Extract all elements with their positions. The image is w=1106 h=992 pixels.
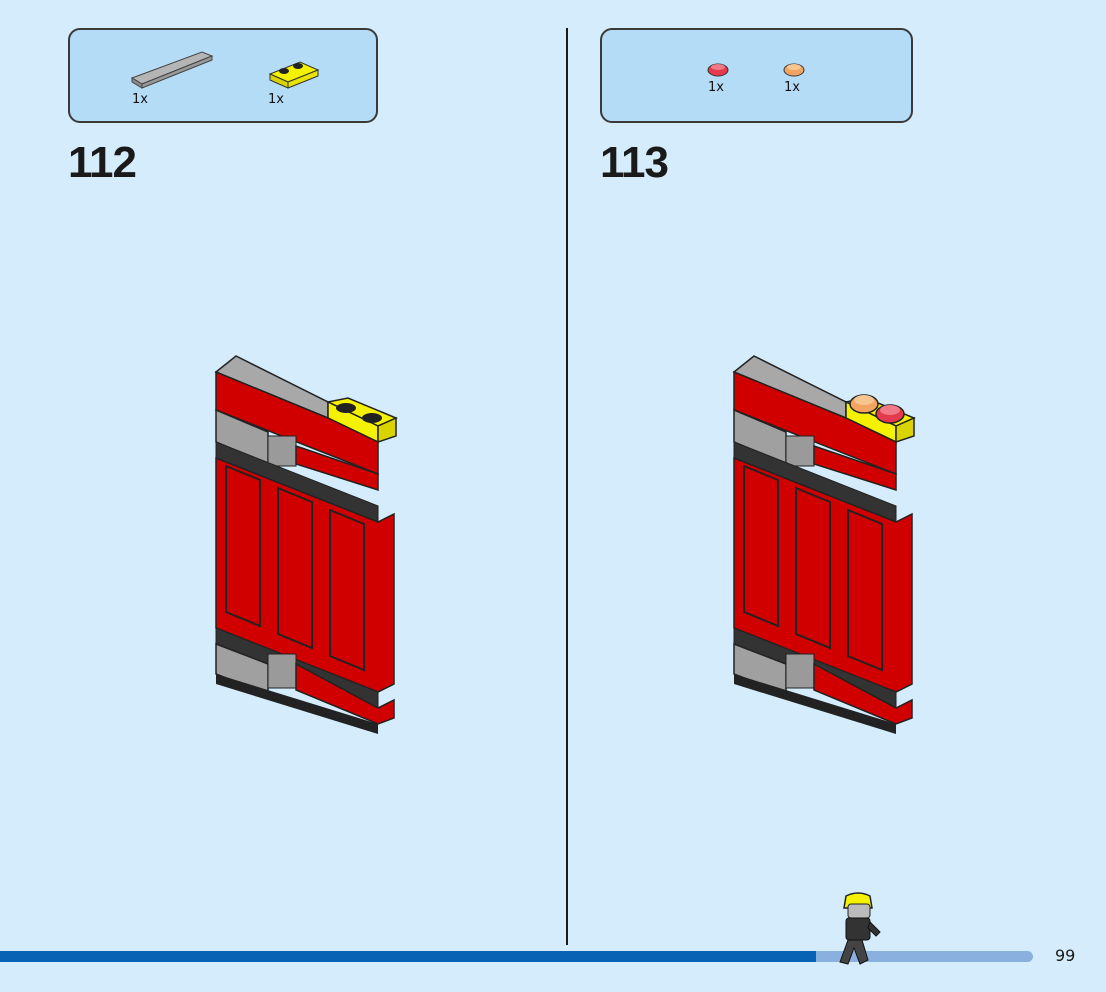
door-assembly-step-112 xyxy=(214,355,398,734)
part-qty: 1x xyxy=(708,80,724,95)
parts-box-step-112: 1x 1x xyxy=(68,28,378,123)
step-number: 113 xyxy=(600,138,669,187)
progress-fill xyxy=(0,951,816,962)
door-assembly-step-113 xyxy=(732,355,916,734)
orange-round-tile-part-icon xyxy=(783,63,805,77)
page-number: 99 xyxy=(1055,946,1076,965)
step-number: 112 xyxy=(68,138,137,187)
part-qty: 1x xyxy=(132,92,148,107)
part-qty: 1x xyxy=(268,92,284,107)
firefighter-minifigure-icon xyxy=(839,892,881,965)
step-divider xyxy=(566,28,568,945)
yellow-plate-part-icon xyxy=(268,61,320,89)
gray-tile-part-icon xyxy=(130,51,214,89)
parts-box-step-113: 1x 1x xyxy=(600,28,913,123)
red-round-tile-part-icon xyxy=(707,63,729,77)
part-qty: 1x xyxy=(784,80,800,95)
